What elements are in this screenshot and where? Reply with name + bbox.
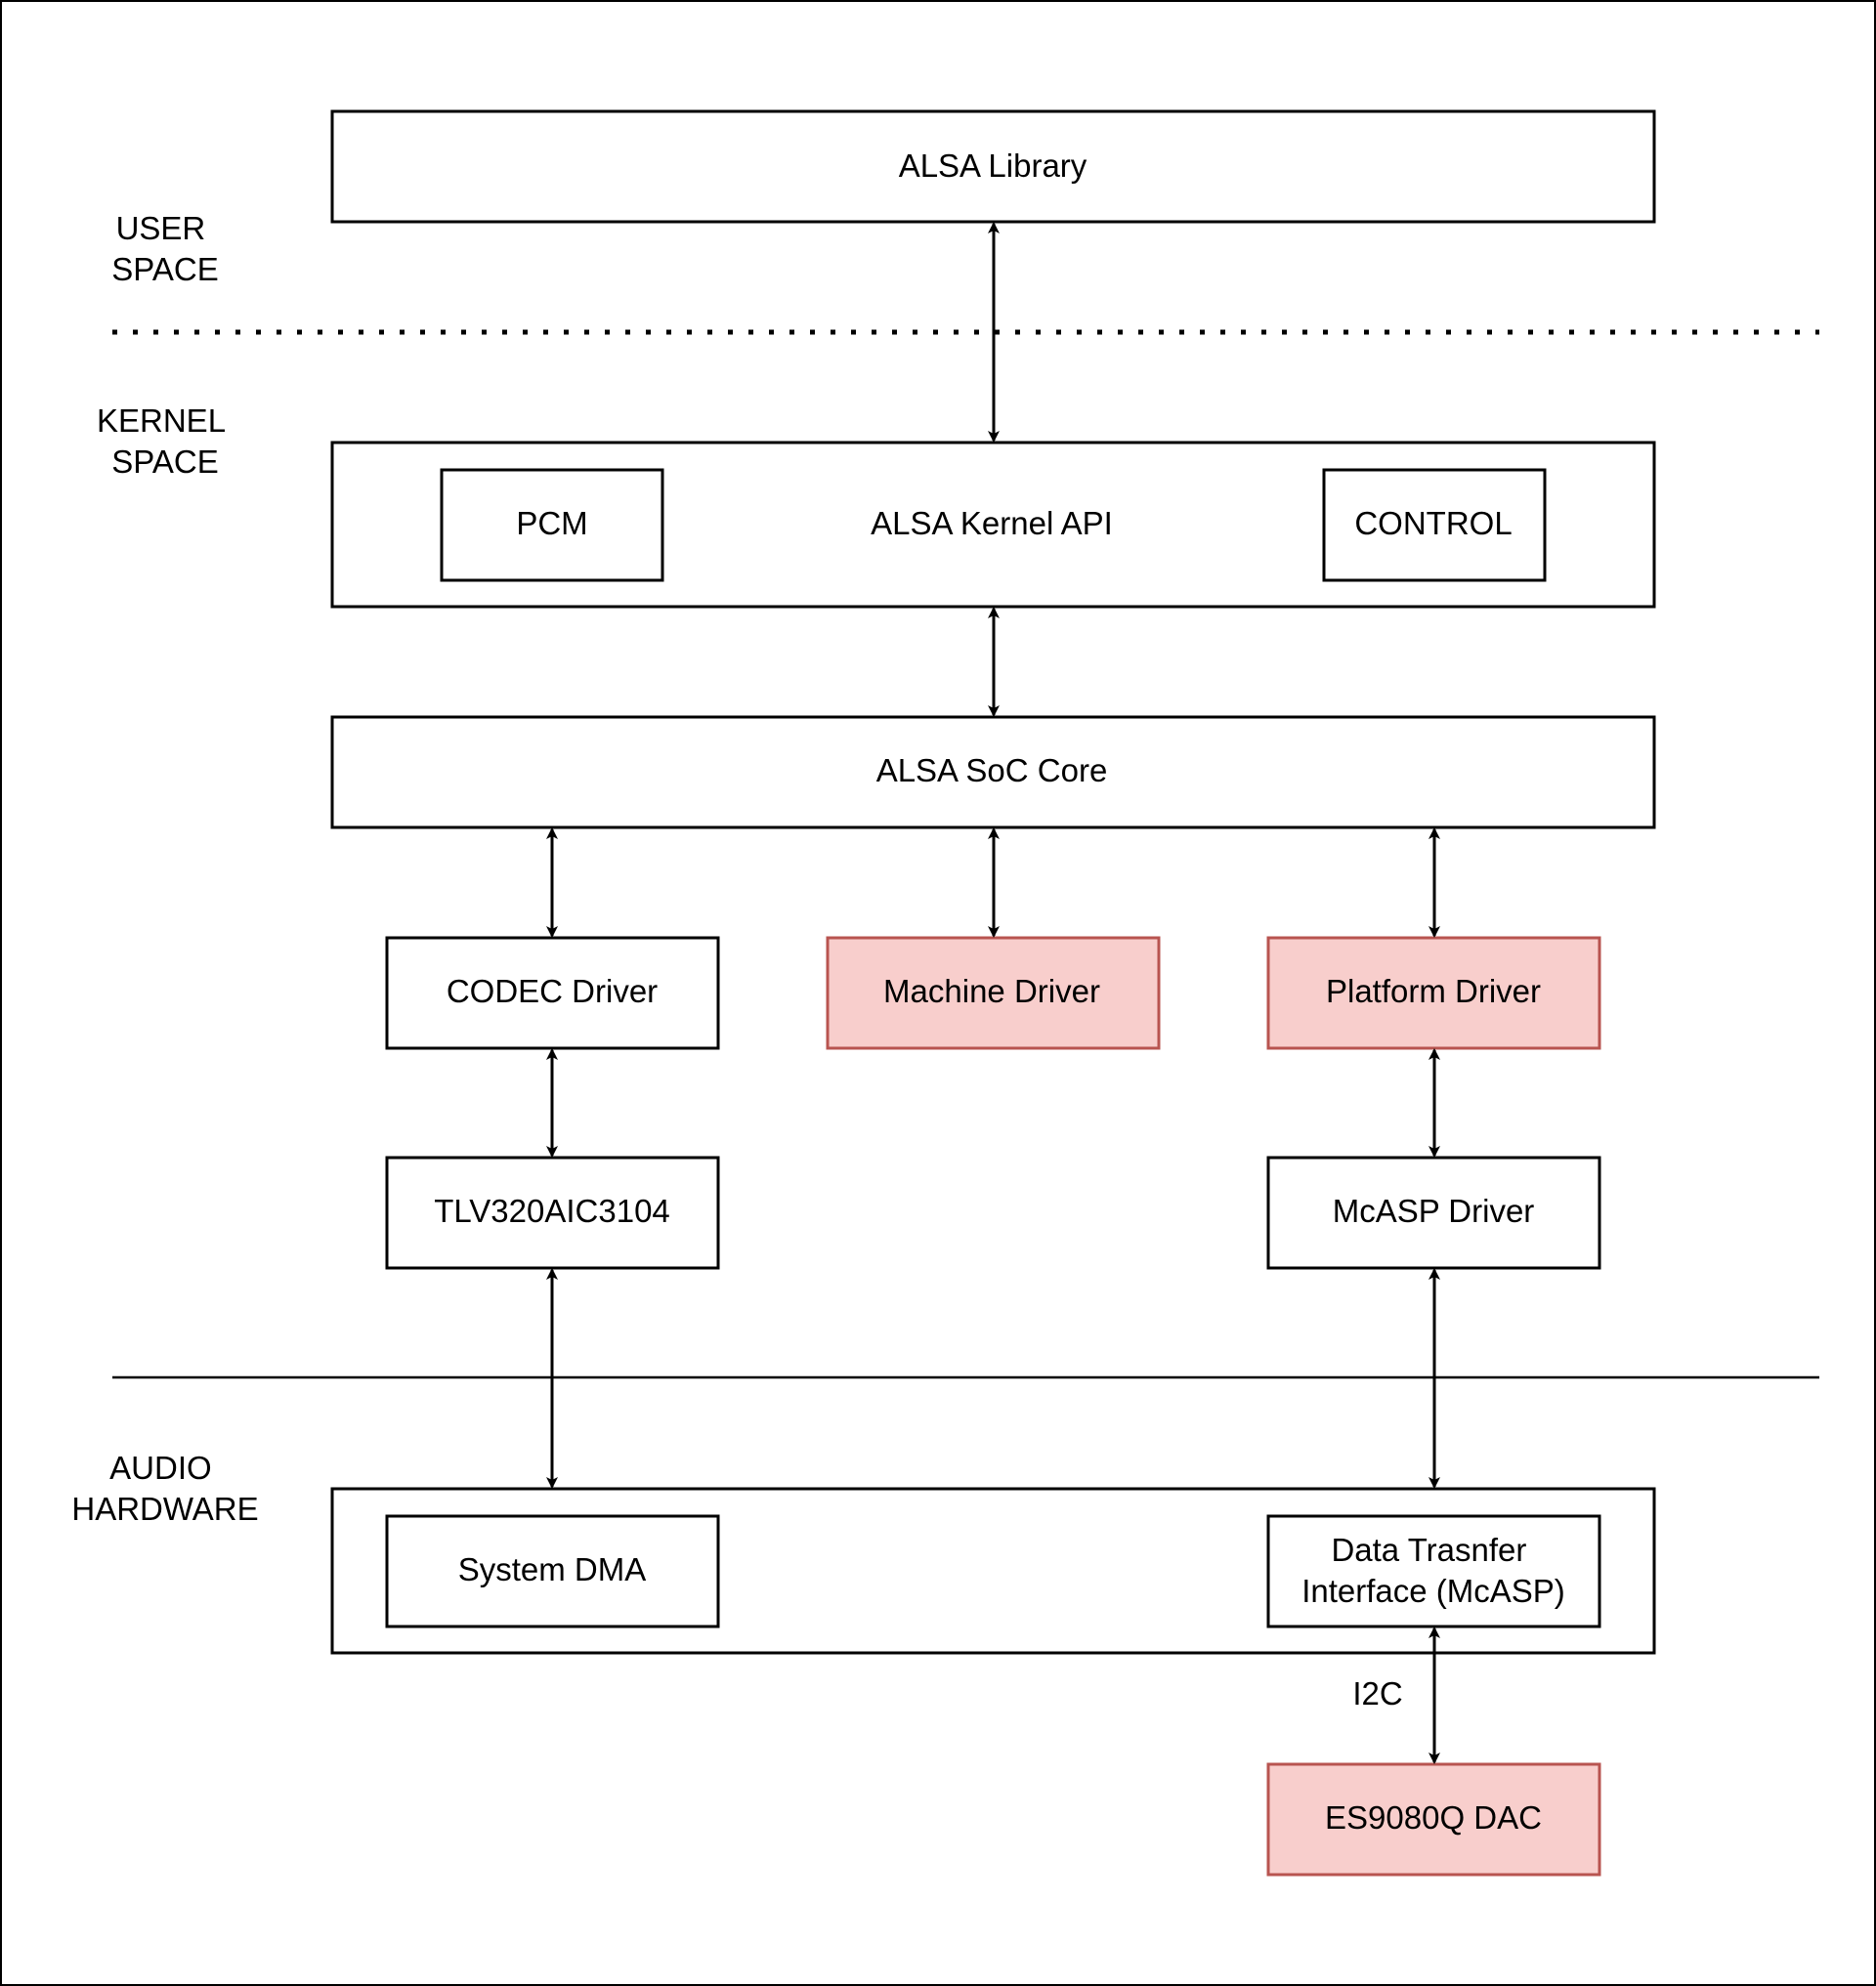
tlv320aic3104-box: TLV320AIC3104 (385, 1156, 720, 1270)
layer-label-kernel-space: KERNEL SPACE (97, 402, 234, 480)
alsa-library-label: ALSA Library (899, 148, 1087, 184)
control-box: CONTROL (1322, 468, 1547, 582)
codec-driver-label: CODEC Driver (447, 973, 658, 1009)
alsa-soc-core-box: ALSA SoC Core (330, 715, 1656, 829)
layer-label-audio-hardware: AUDIO HARDWARE (71, 1450, 258, 1527)
pcm-label: PCM (516, 505, 587, 541)
machine-driver-label: Machine Driver (883, 973, 1100, 1009)
system-dma-label: System DMA (458, 1551, 647, 1587)
control-label: CONTROL (1354, 505, 1512, 541)
system-dma-box: System DMA (385, 1514, 720, 1628)
data-transfer-interface-label: Data Trasnfer Interface (McASP) (1301, 1532, 1565, 1609)
data-transfer-interface-box: Data Trasnfer Interface (McASP) (1266, 1514, 1601, 1628)
alsa-soc-core-label: ALSA SoC Core (876, 752, 1108, 788)
es9080q-dac-box: ES9080Q DAC (1266, 1762, 1601, 1877)
es9080q-dac-label: ES9080Q DAC (1325, 1799, 1542, 1836)
codec-driver-box: CODEC Driver (385, 936, 720, 1050)
i2c-edge-label: I2C (1352, 1675, 1402, 1711)
machine-driver-box: Machine Driver (826, 936, 1161, 1050)
platform-driver-label: Platform Driver (1326, 973, 1541, 1009)
alsa-library-box: ALSA Library (330, 109, 1656, 224)
pcm-box: PCM (440, 468, 664, 582)
platform-driver-box: Platform Driver (1266, 936, 1601, 1050)
mcasp-driver-box: McASP Driver (1266, 1156, 1601, 1270)
mcasp-driver-label: McASP Driver (1333, 1193, 1535, 1229)
tlv320aic3104-label: TLV320AIC3104 (434, 1193, 670, 1229)
layer-label-user-space: USER SPACE (111, 210, 218, 287)
alsa-kernel-api-label: ALSA Kernel API (871, 505, 1113, 541)
